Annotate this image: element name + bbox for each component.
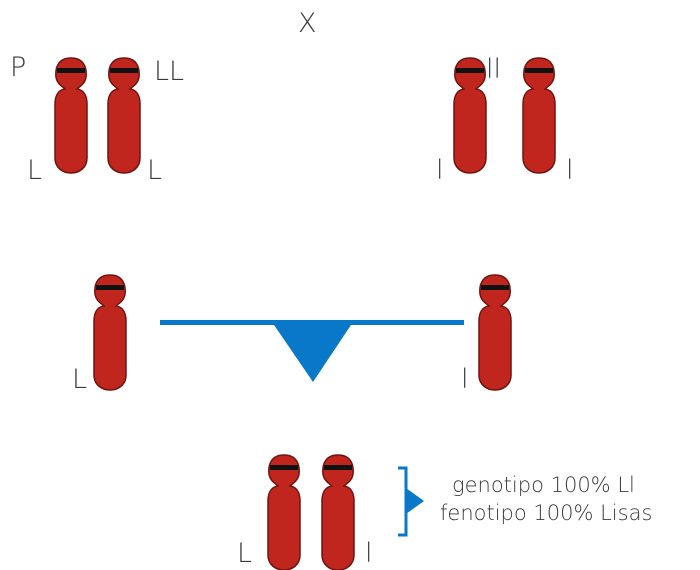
chromosome-icon — [522, 57, 556, 174]
allele-label: L — [27, 155, 43, 186]
allele-label: L — [147, 155, 163, 186]
parent-genotype-left: LL — [154, 56, 185, 87]
chromosome-icon — [54, 57, 88, 174]
chromosome-icon — [267, 454, 301, 570]
chromosome-icon — [93, 274, 127, 391]
gamete-allele-right: l — [461, 364, 469, 395]
down-arrow-icon — [160, 320, 464, 382]
allele-label: l — [566, 155, 574, 186]
generation-label: P — [10, 52, 27, 83]
allele-label: l — [436, 155, 444, 186]
chromosome-icon — [453, 57, 487, 174]
cross-symbol: X — [298, 8, 317, 39]
result-phenotype: fenotipo 100% Lisas — [440, 501, 653, 525]
chromosome-icon — [107, 57, 141, 174]
offspring-allele: l — [365, 538, 373, 569]
offspring-allele: L — [237, 538, 253, 569]
result-genotype: genotipo 100% Ll — [452, 473, 635, 497]
chromosome-icon — [321, 454, 355, 570]
bracket-arrow-icon — [398, 466, 424, 537]
parent-genotype-right: ll — [486, 54, 502, 85]
gamete-allele-left: L — [72, 364, 88, 395]
chromosome-icon — [478, 274, 512, 391]
